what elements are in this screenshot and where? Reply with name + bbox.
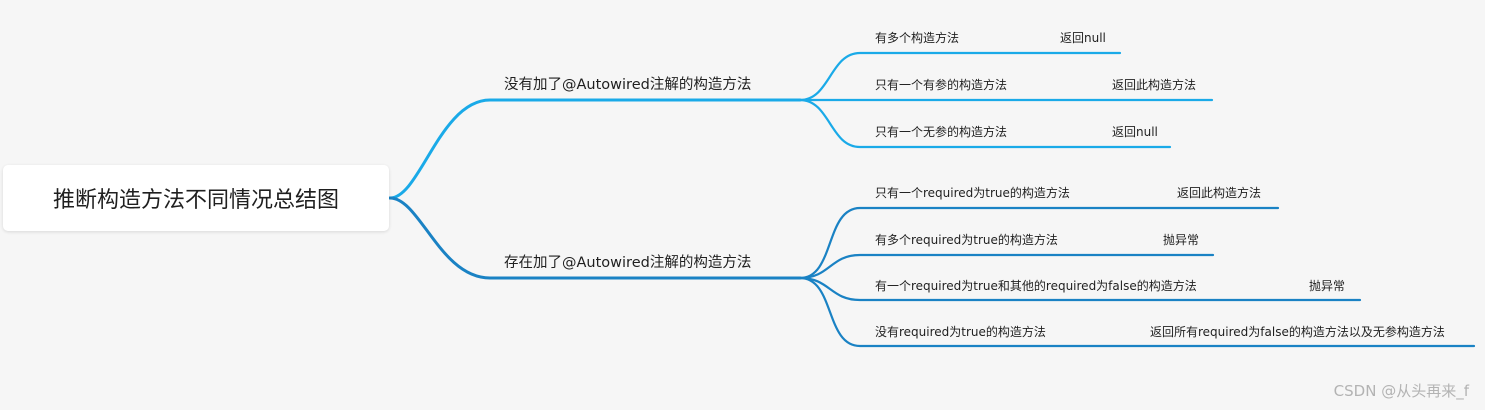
branch-2-case-4-result[interactable]: 返回所有required为false的构造方法以及无参构造方法: [1150, 325, 1445, 339]
branch-2-case-3-condition[interactable]: 有一个required为true和其他的required为false的构造方法: [875, 279, 1197, 293]
connector-branch-2-case-4: [798, 276, 1476, 348]
connector-root-branch-1: [388, 98, 802, 200]
branch-2-case-2-result[interactable]: 抛异常: [1163, 233, 1200, 247]
branch-1-case-3-result[interactable]: 返回null: [1112, 125, 1158, 139]
branch-1-case-1-condition[interactable]: 有多个构造方法: [875, 31, 960, 45]
branch-2-case-1-condition[interactable]: 只有一个required为true的构造方法: [875, 186, 1070, 200]
connector-root-branch-2: [388, 196, 802, 280]
branch-1-case-1-result[interactable]: 返回null: [1060, 31, 1106, 45]
branch-1-case-3-condition[interactable]: 只有一个无参的构造方法: [875, 125, 1008, 139]
connector-branch-1-case-1: [798, 51, 1122, 102]
branch-2-case-4-condition[interactable]: 没有required为true的构造方法: [875, 325, 1046, 339]
watermark: CSDN @从头再来_f: [1333, 382, 1469, 400]
branch-1-case-2-condition[interactable]: 只有一个有参的构造方法: [875, 78, 1008, 92]
branch-2-case-1-result[interactable]: 返回此构造方法: [1177, 186, 1262, 200]
branch-2-case-3-result[interactable]: 抛异常: [1309, 279, 1346, 293]
root-node[interactable]: 推断构造方法不同情况总结图: [3, 165, 389, 231]
connector-branch-2-case-2: [798, 253, 1215, 280]
branch-2-label[interactable]: 存在加了@Autowired注解的构造方法: [504, 255, 752, 271]
branch-1-label[interactable]: 没有加了@Autowired注解的构造方法: [504, 77, 752, 93]
branch-2-case-2-condition[interactable]: 有多个required为true的构造方法: [875, 233, 1058, 247]
connector-branch-1-case-3: [798, 98, 1172, 149]
branch-1-case-2-result[interactable]: 返回此构造方法: [1112, 78, 1197, 92]
connector-branch-2-case-1: [798, 206, 1280, 280]
